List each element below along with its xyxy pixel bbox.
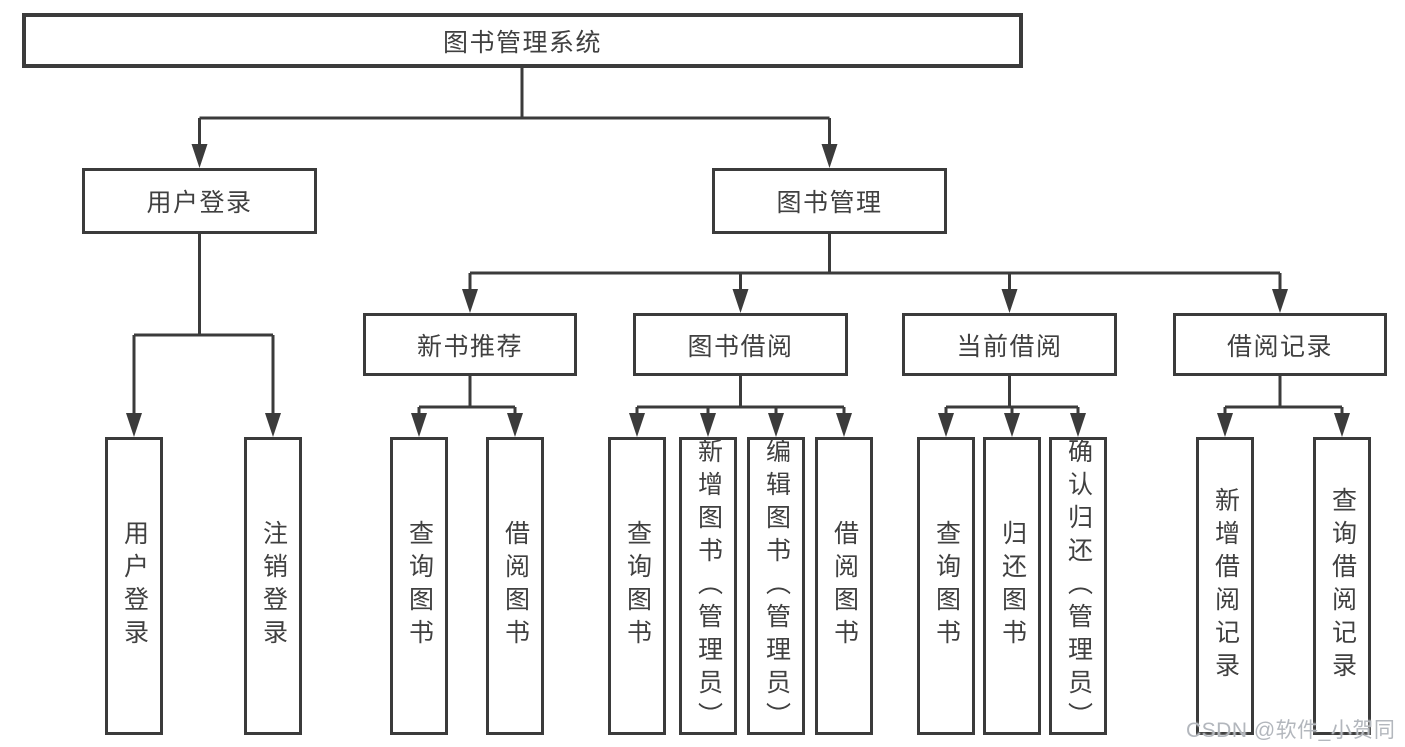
leaf-confirm-return-admin-label: 确认归还（管理员）	[1064, 437, 1093, 735]
leaf-return-book: 归还图书	[983, 437, 1041, 735]
leaf-edit-book-admin-label: 编辑图书（管理员）	[762, 437, 791, 735]
node-user-login: 用户登录	[82, 168, 317, 234]
node-current-borrow: 当前借阅	[902, 313, 1117, 376]
csdn-watermark: CSDN @软件_小贺同学	[1186, 719, 1396, 742]
node-new-book-recommend-label: 新书推荐	[416, 332, 523, 361]
leaf-borrow-books-recommend: 借阅图书	[486, 437, 544, 735]
leaf-borrow-books-recommend-label: 借阅图书	[501, 520, 530, 652]
leaf-return-book-label: 归还图书	[998, 520, 1027, 652]
leaf-confirm-return-admin: 确认归还（管理员）	[1049, 437, 1107, 735]
node-user-login-label: 用户登录	[146, 189, 253, 217]
leaf-add-borrow-record-label: 新增借阅记录	[1211, 487, 1240, 685]
leaf-add-borrow-record: 新增借阅记录	[1196, 437, 1254, 735]
leaf-add-book-admin: 新增图书（管理员）	[679, 437, 737, 735]
node-borrow-records: 借阅记录	[1173, 313, 1387, 376]
node-book-borrow-label: 图书借阅	[687, 332, 794, 361]
node-current-borrow-label: 当前借阅	[956, 332, 1063, 361]
leaf-edit-book-admin: 编辑图书（管理员）	[747, 437, 805, 735]
leaf-query-books-recommend: 查询图书	[390, 437, 448, 735]
node-root-system-label: 图书管理系统	[442, 28, 602, 57]
leaf-add-book-admin-label: 新增图书（管理员）	[694, 437, 723, 735]
leaf-query-books-borrow: 查询图书	[608, 437, 666, 735]
leaf-logout-label: 注销登录	[259, 520, 288, 652]
leaf-query-books-borrow-label: 查询图书	[623, 520, 652, 652]
leaf-query-books-recommend-label: 查询图书	[405, 520, 434, 652]
leaf-user-login: 用户登录	[105, 437, 163, 735]
node-borrow-records-label: 借阅记录	[1226, 332, 1333, 361]
node-root-system: 图书管理系统	[22, 13, 1023, 68]
leaf-borrow-books-label: 借阅图书	[830, 520, 859, 652]
node-new-book-recommend: 新书推荐	[363, 313, 577, 376]
leaf-query-borrow-record: 查询借阅记录	[1313, 437, 1371, 735]
arrowheads	[126, 144, 1350, 437]
leaf-query-books-current: 查询图书	[917, 437, 975, 735]
leaf-borrow-books: 借阅图书	[815, 437, 873, 735]
leaf-user-login-label: 用户登录	[120, 520, 149, 652]
node-book-management: 图书管理	[712, 168, 947, 234]
node-book-borrow: 图书借阅	[633, 313, 848, 376]
leaf-logout: 注销登录	[244, 437, 302, 735]
leaf-query-books-current-label: 查询图书	[932, 520, 961, 652]
leaf-query-borrow-record-label: 查询借阅记录	[1328, 487, 1357, 685]
node-book-management-label: 图书管理	[776, 189, 883, 217]
